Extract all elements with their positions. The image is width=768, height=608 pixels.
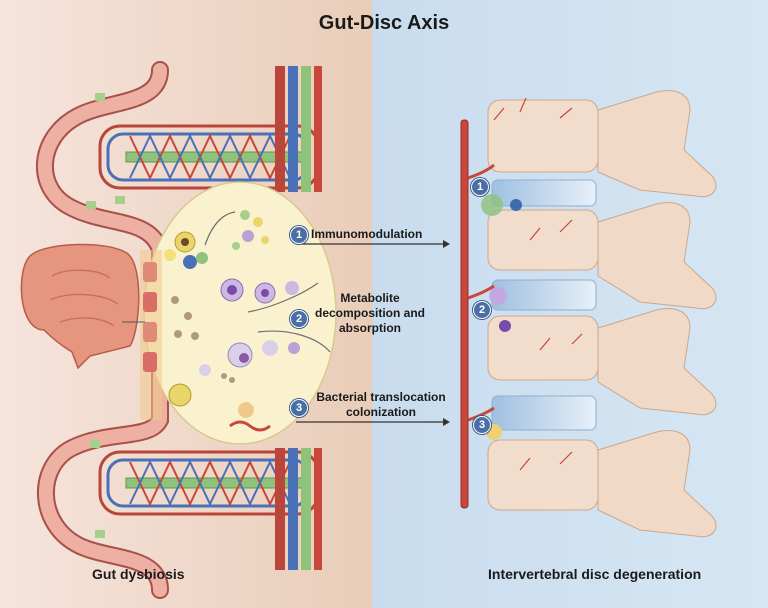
pathway-2-badge: 2 [290, 310, 308, 328]
pathway-3-badge: 3 [290, 399, 308, 417]
pathway-1-label: Immunomodulation [311, 227, 423, 241]
figure-title: Gut-Disc Axis [318, 12, 450, 34]
spine-badge-1: 1 [471, 178, 489, 196]
barrier-cells [140, 250, 162, 420]
pathway-arrows [296, 240, 450, 426]
microbial-cells [164, 210, 300, 432]
pathway-2-label: Metabolite decomposition and absorption [314, 291, 425, 335]
pathway-curves [204, 211, 331, 353]
upper-villus-vessels [98, 66, 322, 192]
spine-badge-3: 3 [473, 416, 491, 434]
disc-degeneration-label: Intervertebral disc degeneration [488, 566, 702, 582]
gut-dysbiosis-label: Gut dysbiosis [92, 566, 185, 582]
colon-illustration [20, 243, 140, 370]
pathway-1-badge: 1 [290, 226, 308, 244]
lower-villus-vessels [98, 448, 322, 570]
spine-badge-2: 2 [473, 301, 491, 319]
pathway-3-label: Bacterial translocation colonization [316, 390, 446, 419]
spinal-column [460, 90, 717, 538]
